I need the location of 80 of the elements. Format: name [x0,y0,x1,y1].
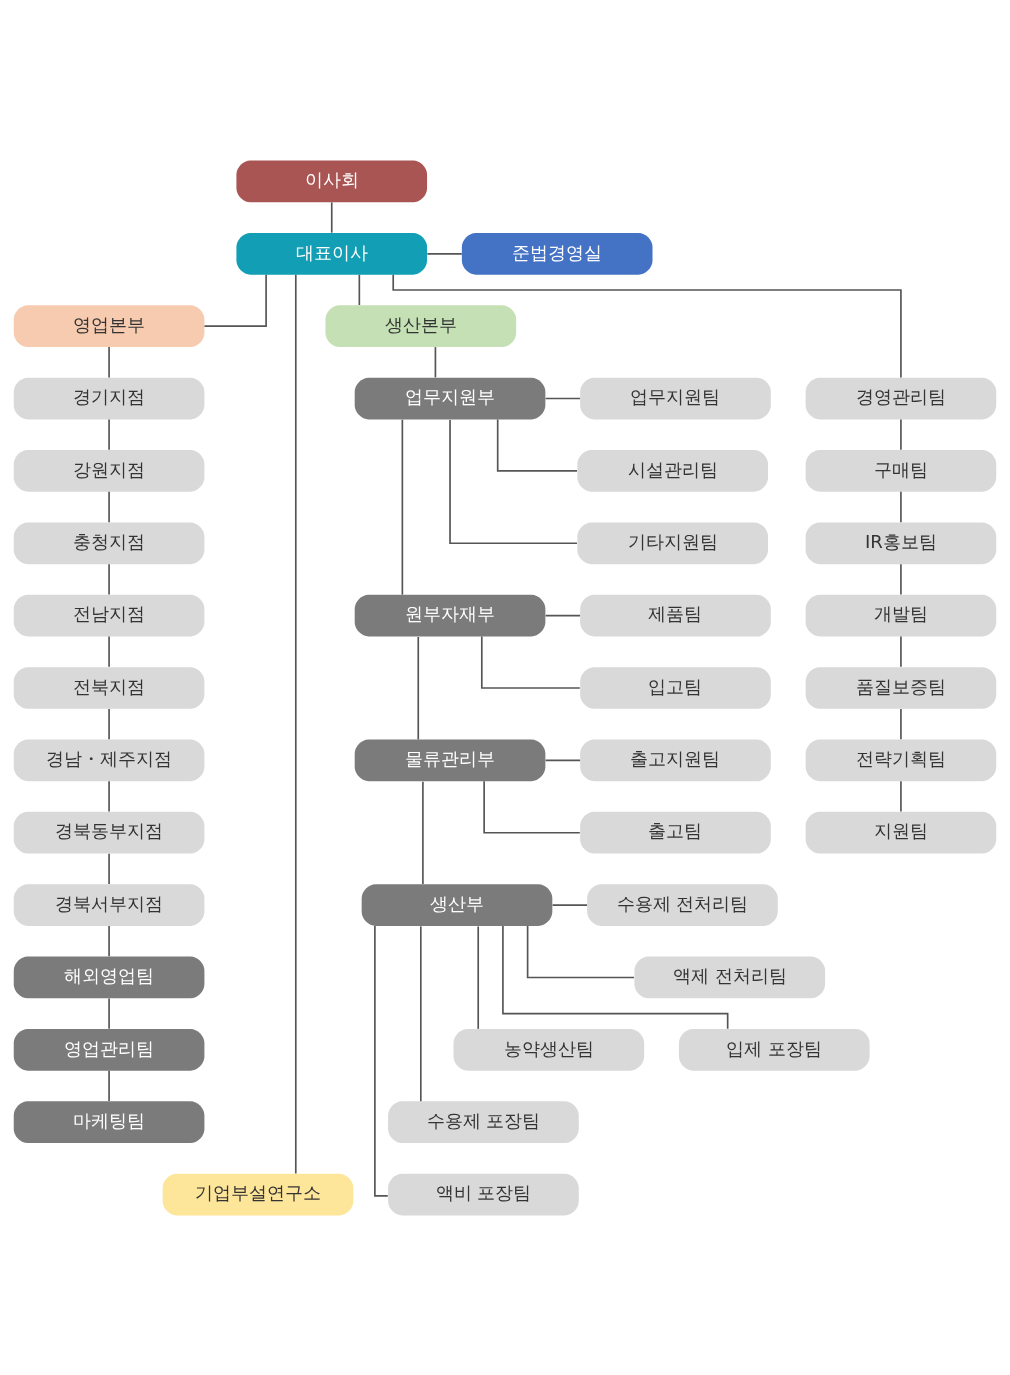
connector [203,273,267,327]
node-box: 전남지점 [13,594,205,636]
node-box: 기업부설연구소 [162,1173,354,1215]
node-box: 개발팀 [805,594,997,636]
connector [477,925,480,1030]
node-box: 원부자재부 [354,594,546,636]
connector [544,397,581,399]
connector [294,273,297,1174]
node-box: 전략기획팀 [805,739,997,781]
node-box: 전북지점 [13,666,205,709]
node-box: 준법경영실 [461,232,653,275]
connector [900,779,902,812]
connector [900,418,902,451]
connector [401,418,404,595]
node-box: 농약생산팀 [453,1028,645,1071]
node-box: IR홍보팀 [805,521,997,564]
node-box: 해외영업팀 [13,956,205,998]
node-box: 구매팀 [805,449,997,492]
connector [374,924,389,1197]
connector [544,614,581,616]
connector [426,252,463,255]
node-box: 마케팅팀 [13,1100,205,1143]
connector [108,924,110,957]
node-box: 시설관리팀 [577,449,768,492]
node-box: 경기지점 [13,377,205,419]
connector [900,707,902,740]
connector [419,924,422,1102]
node-box: 생산부 [361,883,553,926]
node-box: 제품팀 [580,594,771,636]
connector [422,780,424,885]
connector [108,345,110,378]
connector [496,418,578,472]
connector [108,779,110,812]
connector [108,852,110,885]
node-box: 강원지점 [13,449,205,492]
node-box: 액제 전처리팀 [634,956,826,998]
connector [108,707,110,740]
node-box: 수용제 전처리팀 [587,883,778,926]
connector [108,997,110,1030]
connector [526,924,635,978]
connector [900,562,902,595]
node-box: 액비 포장팀 [388,1173,579,1215]
connector [108,562,110,595]
node-box: 업무지원팀 [580,377,771,419]
node-box: 충청지점 [13,521,205,564]
node-box: 물류관리부 [354,739,546,781]
node-box: 영업본부 [13,304,205,347]
connector [434,345,437,378]
node-box: 입제 포장팀 [678,1028,870,1071]
connector [900,490,902,523]
node-box: 경영관리팀 [805,377,997,419]
connector [502,924,729,1030]
node-box: 수용제 포장팀 [388,1100,579,1143]
connector [449,418,578,544]
connector [417,635,420,740]
connector [544,759,581,761]
node-box: 이사회 [236,160,428,202]
node-box: 생산본부 [325,304,517,347]
node-box: 지원팀 [805,811,997,854]
connector [900,635,902,668]
node-box: 입고팀 [580,666,771,709]
node-box: 영업관리팀 [13,1028,205,1071]
connector [108,1069,110,1102]
connector [108,418,110,451]
node-box: 출고지원팀 [580,739,771,781]
connector [551,903,588,906]
node-box: 기타지원팀 [577,521,768,564]
node-box: 대표이사 [236,232,428,275]
node-box: 업무지원부 [354,377,546,419]
connector [108,635,110,668]
node-box: 경북서부지점 [13,883,205,926]
connector [358,273,361,306]
connector [480,635,581,689]
node-box: 경남・제주지점 [13,739,205,781]
node-box: 경북동부지점 [13,811,205,854]
node-box: 출고팀 [580,811,771,854]
connector [483,779,581,834]
connector [108,490,110,523]
connector [330,201,333,233]
node-box: 품질보증팀 [805,666,997,709]
